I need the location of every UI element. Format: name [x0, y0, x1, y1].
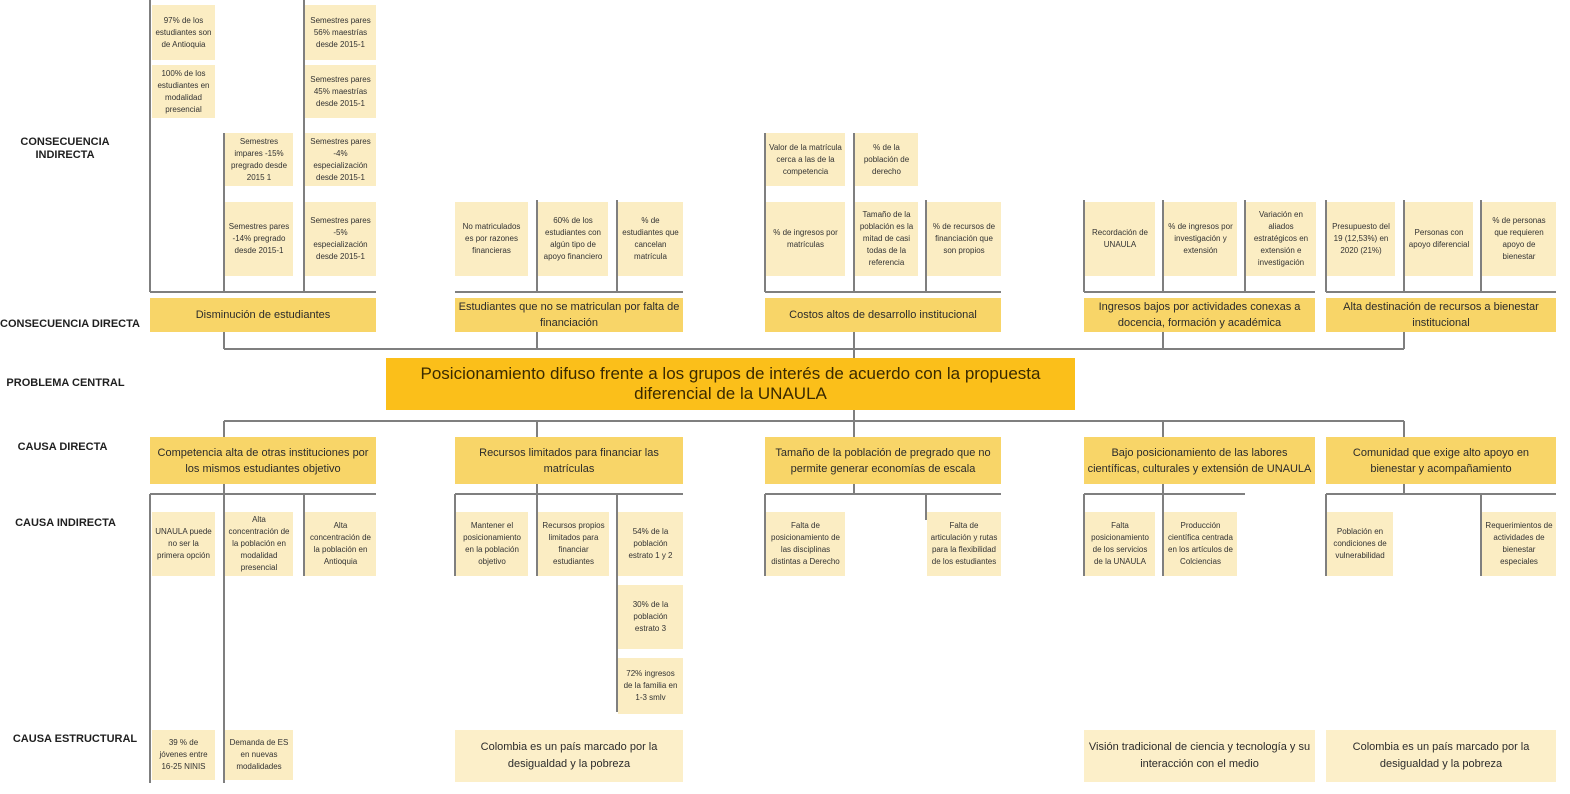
indirect-consequence-box: Valor de la matrícula cerca a las de la … — [766, 133, 845, 186]
indirect-cause-box: 72% ingresos de la familia en 1-3 smlv — [618, 658, 683, 714]
indirect-cause-box: Falta de articulación y rutas para la fl… — [927, 512, 1001, 576]
indirect-cause-box: Alta concentración de la población en An… — [305, 512, 376, 576]
indirect-consequence-box: 97% de los estudiantes son de Antioquia — [152, 5, 215, 60]
indirect-consequence-box: Personas con apoyo diferencial — [1405, 202, 1473, 276]
indirect-cause-box: 54% de la población estrato 1 y 2 — [618, 512, 683, 576]
row-label-problema-central: PROBLEMA CENTRAL — [6, 377, 125, 389]
indirect-consequence-box: Semestres pares -4% especialización desd… — [305, 133, 376, 186]
direct-cause-box: Comunidad que exige alto apoyo en bienes… — [1326, 437, 1556, 484]
row-label-causa-estructural: CAUSA ESTRUCTURAL — [12, 733, 138, 745]
direct-cause-box: Tamaño de la población de pregrado que n… — [765, 437, 1001, 484]
indirect-consequence-box: No matriculados es por razones financier… — [455, 202, 528, 276]
indirect-cause-box: Falta de posicionamiento de las discipli… — [766, 512, 845, 576]
indirect-cause-box: 30% de la población estrato 3 — [618, 585, 683, 649]
indirect-consequence-box: Tamaño de la población es la mitad de ca… — [855, 202, 918, 276]
indirect-consequence-box: % de ingresos por matrículas — [766, 202, 845, 276]
indirect-cause-box: Población en condiciones de vulnerabilid… — [1327, 512, 1393, 576]
direct-consequence-box: Estudiantes que no se matriculan por fal… — [455, 298, 683, 332]
direct-consequence-box: Alta destinación de recursos a bienestar… — [1326, 298, 1556, 332]
row-label-consecuencia-directa: CONSECUENCIA DIRECTA — [0, 318, 140, 330]
row-label-consecuencia-indirecta: CONSECUENCIA INDIRECTA — [20, 136, 110, 161]
indirect-cause-box: UNAULA puede no ser la primera opción — [152, 512, 215, 576]
indirect-consequence-box: Semestres impares -15% pregrado desde 20… — [225, 133, 293, 186]
direct-cause-box: Recursos limitados para financiar las ma… — [455, 437, 683, 484]
indirect-consequence-box: Presupuesto del 19 (12,53%) en 2020 (21%… — [1327, 202, 1395, 276]
row-label-causa-indirecta: CAUSA INDIRECTA — [15, 517, 116, 529]
direct-cause-box: Competencia alta de otras instituciones … — [150, 437, 376, 484]
indirect-cause-box: Producción científica centrada en los ar… — [1164, 512, 1237, 576]
indirect-cause-box: Recursos propios limitados para financia… — [538, 512, 609, 576]
structural-cause-box: Colombia es un país marcado por la desig… — [455, 730, 683, 782]
indirect-cause-box: Falta posicionamiento de los servicios d… — [1085, 512, 1155, 576]
direct-cause-box: Bajo posicionamiento de las labores cien… — [1084, 437, 1315, 484]
indirect-consequence-box: 60% de los estudiantes con algún tipo de… — [538, 202, 608, 276]
indirect-consequence-box: % de recursos de financiación que son pr… — [927, 202, 1001, 276]
indirect-cause-box: Mantener el posicionamiento en la poblac… — [456, 512, 528, 576]
direct-consequence-box: Ingresos bajos por actividades conexas a… — [1084, 298, 1315, 332]
structural-cause-box: Colombia es un país marcado por la desig… — [1326, 730, 1556, 782]
indirect-consequence-box: % de estudiantes que cancelan matrícula — [618, 202, 683, 276]
indirect-cause-box: Requerimientos de actividades de bienest… — [1482, 512, 1556, 576]
row-label-causa-directa: CAUSA DIRECTA — [17, 441, 108, 453]
indirect-consequence-box: Semestres pares -5% especialización desd… — [305, 202, 376, 276]
indirect-consequence-box: Recordación de UNAULA — [1085, 202, 1155, 276]
indirect-cause-box: Alta concentración de la población en mo… — [225, 512, 293, 576]
indirect-consequence-box: % de ingresos por investigación y extens… — [1164, 202, 1237, 276]
structural-cause-box: 39 % de jóvenes entre 16-25 NINIS — [152, 730, 215, 780]
indirect-consequence-box: Semestres pares -14% pregrado desde 2015… — [225, 202, 293, 276]
indirect-consequence-box: 100% de los estudiantes en modalidad pre… — [152, 65, 215, 118]
structural-cause-box: Demanda de ES en nuevas modalidades — [225, 730, 293, 780]
direct-consequence-box: Disminución de estudiantes — [150, 298, 376, 332]
indirect-consequence-box: Semestres pares 56% maestrías desde 2015… — [305, 5, 376, 60]
structural-cause-box: Visión tradicional de ciencia y tecnolog… — [1084, 730, 1315, 782]
indirect-consequence-box: % de la población de derecho — [855, 133, 918, 186]
indirect-consequence-box: % de personas que requieren apoyo de bie… — [1482, 202, 1556, 276]
direct-consequence-box: Costos altos de desarrollo institucional — [765, 298, 1001, 332]
indirect-consequence-box: Semestres pares 45% maestrías desde 2015… — [305, 65, 376, 118]
central-problem-box: Posicionamiento difuso frente a los grup… — [386, 358, 1075, 410]
indirect-consequence-box: Variación en aliados estratégicos en ext… — [1246, 202, 1316, 276]
